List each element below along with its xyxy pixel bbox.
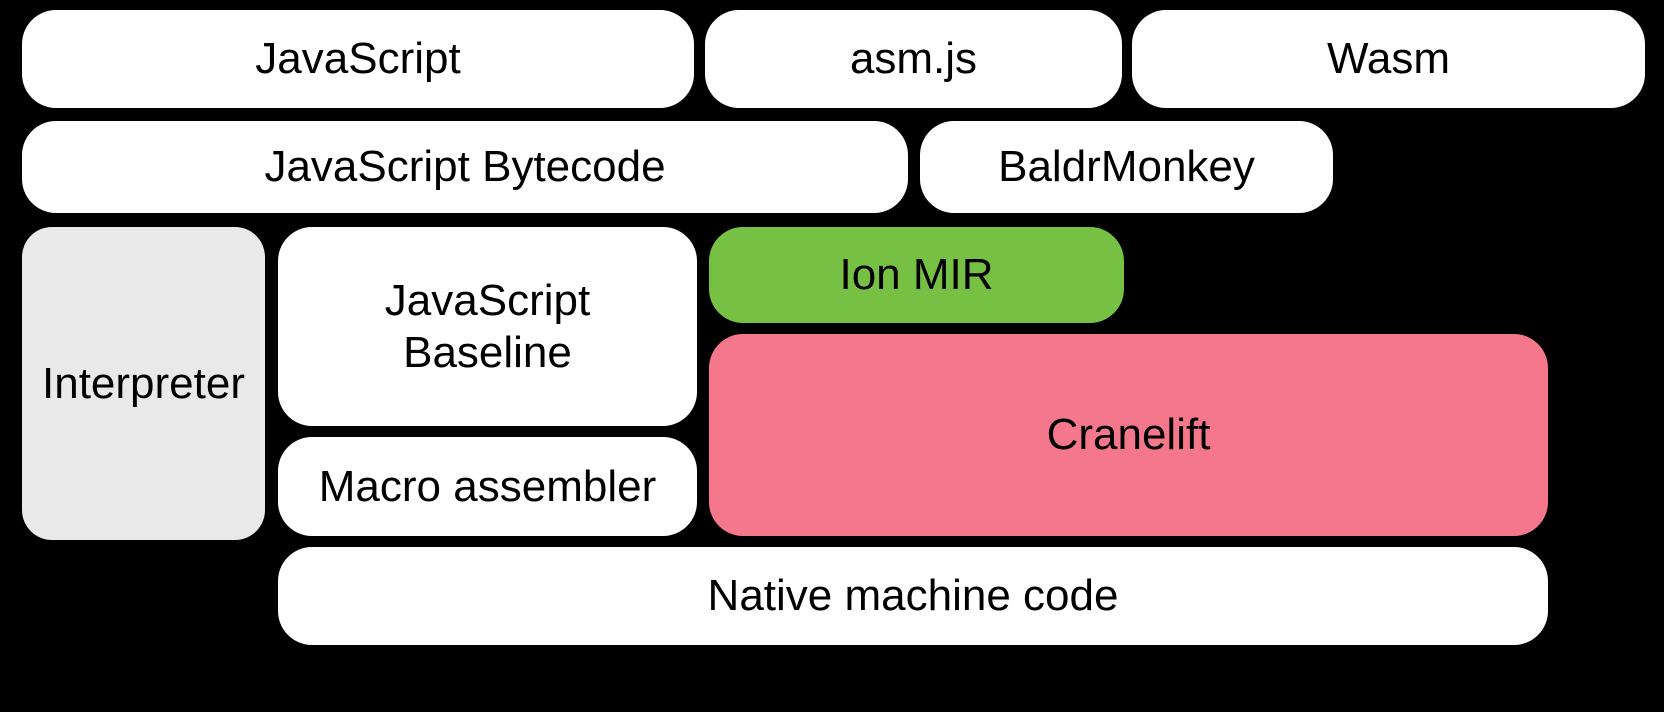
node-javascript: JavaScript xyxy=(22,10,694,108)
node-wasm: Wasm xyxy=(1132,10,1645,108)
node-javascript-baseline: JavaScript Baseline xyxy=(278,227,697,426)
node-interpreter: Interpreter xyxy=(22,227,265,540)
node-native-machine-code: Native machine code xyxy=(278,547,1548,645)
node-ion-mir: Ion MIR xyxy=(709,227,1124,323)
node-macro-assembler: Macro assembler xyxy=(278,437,697,536)
node-asm-js: asm.js xyxy=(705,10,1122,108)
node-cranelift: Cranelift xyxy=(709,334,1548,536)
node-baldrmonkey: BaldrMonkey xyxy=(920,121,1333,213)
node-javascript-bytecode: JavaScript Bytecode xyxy=(22,121,908,213)
